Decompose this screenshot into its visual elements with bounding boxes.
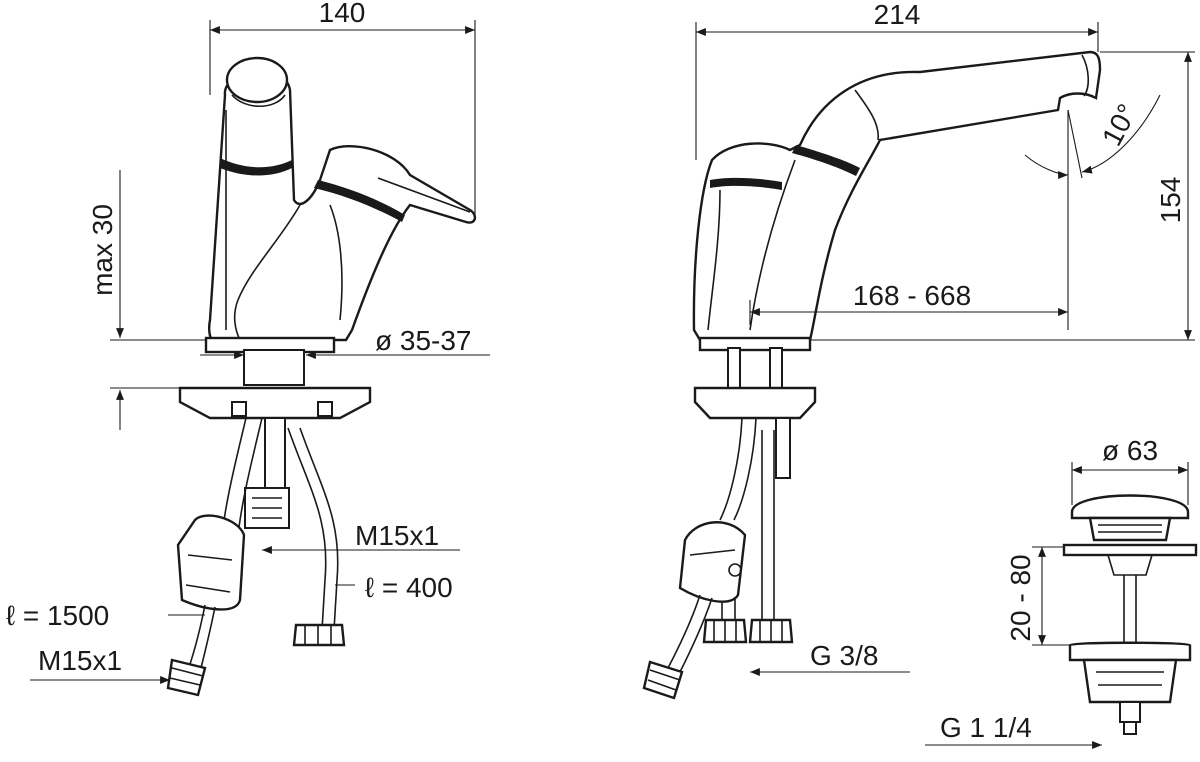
side-mounting xyxy=(693,336,817,479)
front-long-hose-callout: ℓ = 1500 xyxy=(6,600,205,631)
front-hose-thread-callout: M15x1 xyxy=(30,645,170,684)
waste-range-label: 20 - 80 xyxy=(1005,554,1036,641)
side-height-label: 154 xyxy=(1155,177,1186,224)
side-reach-label: 168 - 668 xyxy=(853,280,971,311)
waste-thread-label: G 1 1/4 xyxy=(940,712,1032,743)
waste-view: ø 63 20 - 80 G 1 1/4 xyxy=(925,435,1198,749)
side-height-dimension: 154 xyxy=(810,51,1195,341)
front-view: 140 max 30 ø 35-37 M15x1 ℓ = 400 xyxy=(6,0,490,697)
side-hoses xyxy=(642,417,794,700)
side-faucet-body xyxy=(692,50,1102,342)
front-max-label: max 30 xyxy=(87,204,118,296)
waste-thread-callout: G 1 1/4 xyxy=(925,712,1102,749)
side-width-label: 214 xyxy=(874,0,921,30)
front-width-dimension: 140 xyxy=(209,0,476,215)
front-max-dimension: max 30 xyxy=(87,170,206,430)
side-thread-label: G 3/8 xyxy=(810,640,878,671)
side-thread-callout: G 3/8 xyxy=(750,640,910,676)
waste-diameter-label: ø 63 xyxy=(1102,435,1158,466)
front-hoses xyxy=(166,417,346,697)
waste-diameter-dimension: ø 63 xyxy=(1071,435,1189,505)
side-angle-label: 10° xyxy=(1096,99,1143,151)
front-hole-dimension: ø 35-37 xyxy=(200,325,490,359)
front-connector-callout: M15x1 xyxy=(262,520,460,554)
front-short-hose-label: ℓ = 400 xyxy=(365,572,453,603)
front-mounting xyxy=(178,336,372,529)
side-view: 214 10° 154 168 - 668 G 3/8 xyxy=(642,0,1195,700)
waste-valve xyxy=(1062,494,1198,735)
front-connector-label: M15x1 xyxy=(355,520,439,551)
side-width-dimension: 214 xyxy=(695,0,1099,160)
front-hole-label: ø 35-37 xyxy=(375,325,472,356)
front-long-hose-label: ℓ = 1500 xyxy=(6,600,109,631)
front-hose-thread-label: M15x1 xyxy=(38,645,122,676)
front-faucet-body xyxy=(208,56,477,342)
side-reach-dimension: 168 - 668 xyxy=(749,280,1068,325)
side-angle-dimension: 10° xyxy=(1024,94,1161,330)
waste-range-dimension: 20 - 80 xyxy=(1005,546,1070,646)
front-short-hose-callout: ℓ = 400 xyxy=(335,572,453,603)
front-width-label: 140 xyxy=(319,0,366,28)
